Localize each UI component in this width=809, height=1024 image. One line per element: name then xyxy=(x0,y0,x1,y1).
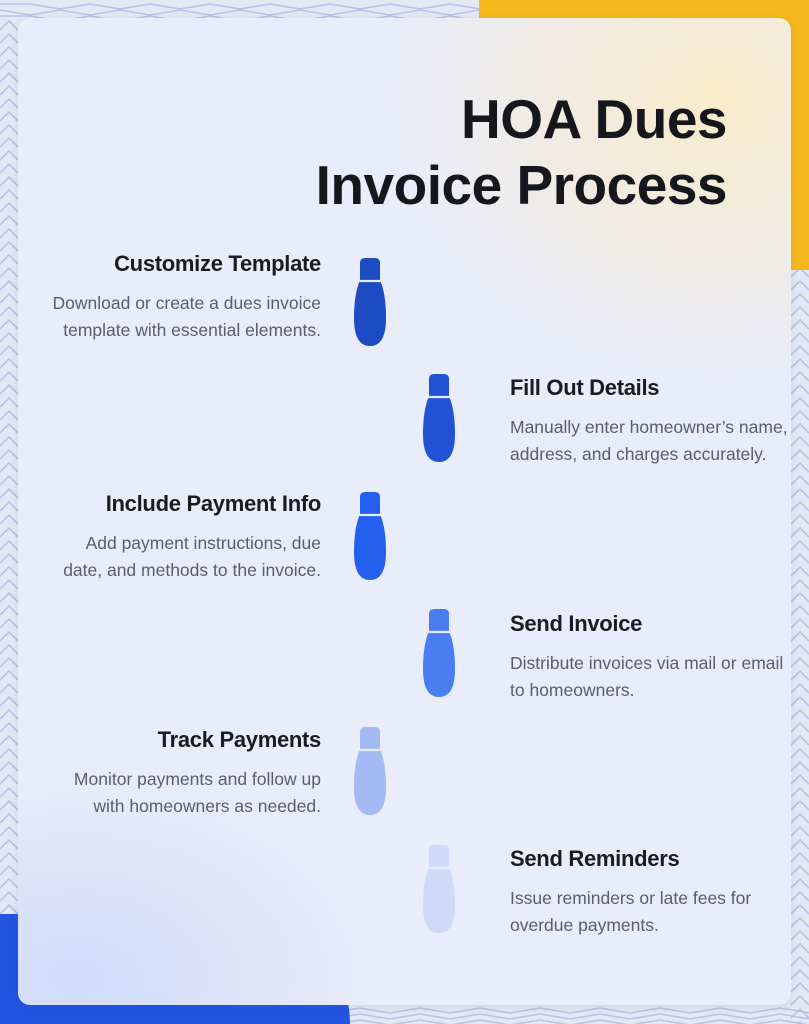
step-description: Add payment instructions, due date, and … xyxy=(63,533,321,580)
step-description: Monitor payments and follow up with home… xyxy=(73,769,321,816)
step-send-invoice: Send Invoice Distribute invoices via mai… xyxy=(510,610,790,703)
page-title: HOA Dues Invoice Process xyxy=(315,86,728,218)
step-heading: Customize Template xyxy=(114,251,321,276)
shoe-print-icon xyxy=(423,609,455,697)
step-description: Issue reminders or late fees for overdue… xyxy=(510,888,752,935)
content-card: HOA Dues Invoice Process Customize Templ… xyxy=(18,18,791,1005)
step-heading: Fill Out Details xyxy=(510,375,660,400)
step-heading: Include Payment Info xyxy=(105,491,322,516)
shoe-print-icon xyxy=(354,258,386,346)
title-line-2: Invoice Process xyxy=(315,154,728,216)
shoe-print-icon xyxy=(354,727,386,815)
step-heading: Send Invoice xyxy=(510,611,643,636)
shoe-print-icon xyxy=(423,374,455,462)
shoe-print-icon xyxy=(423,845,455,933)
step-fill-out-details: Fill Out Details Manually enter homeowne… xyxy=(510,374,790,467)
step-send-reminders: Send Reminders Issue reminders or late f… xyxy=(510,845,790,938)
step-track-payments: Track Payments Monitor payments and foll… xyxy=(51,726,321,819)
step-include-payment-info: Include Payment Info Add payment instruc… xyxy=(51,490,321,583)
step-description: Distribute invoices via mail or email to… xyxy=(510,653,784,700)
step-heading: Track Payments xyxy=(157,727,322,752)
step-heading: Send Reminders xyxy=(510,846,680,871)
step-description: Manually enter homeowner’s name, address… xyxy=(510,417,788,464)
title-line-1: HOA Dues xyxy=(461,88,727,150)
step-description: Download or create a dues invoice templa… xyxy=(52,293,322,340)
shoe-print-icon xyxy=(354,492,386,580)
step-customize-template: Customize Template Download or create a … xyxy=(51,250,322,343)
